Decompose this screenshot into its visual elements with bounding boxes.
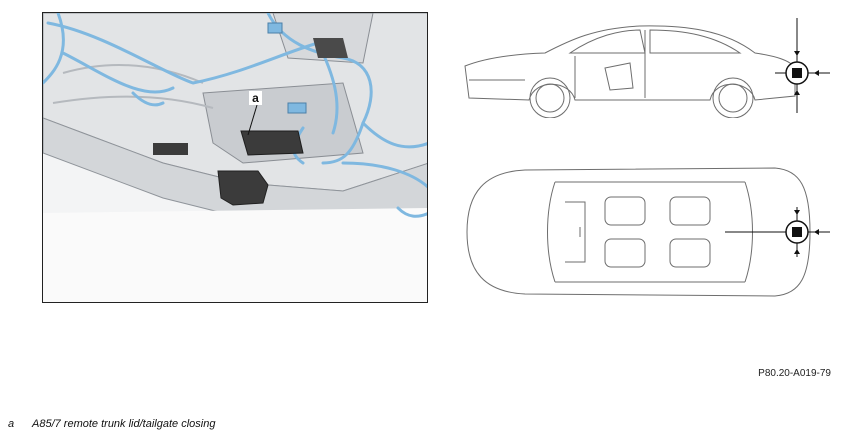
lid-lower-edge xyxy=(43,117,427,229)
hinge-bracket xyxy=(313,38,348,58)
crosshair-target-icon xyxy=(775,18,830,113)
vehicle-top-view xyxy=(455,162,835,304)
vehicle-side-view xyxy=(455,18,835,119)
vehicle-top-svg xyxy=(466,167,830,297)
lid-bumper xyxy=(153,143,188,155)
callout-label: a xyxy=(252,91,259,105)
callout-label-background xyxy=(249,91,262,105)
figure-code: P80.20-A019-79 xyxy=(758,368,831,379)
connector xyxy=(287,102,307,114)
legend-text: A85/7 remote trunk lid/tailgate closing xyxy=(32,418,216,430)
legend: a A85/7 remote trunk lid/tailgate closing xyxy=(8,418,215,430)
legend-key: a xyxy=(8,418,15,430)
remote-trunk-closing-actuator xyxy=(240,130,304,156)
trunk-lid-detail-svg: a xyxy=(43,13,427,302)
vehicle-side-svg xyxy=(464,18,830,119)
callout-leader-line xyxy=(247,104,258,136)
lid-rib xyxy=(62,64,204,84)
crosshair-target-icon xyxy=(725,207,830,257)
trunk-lid-detail-illustration: a xyxy=(42,12,428,303)
trunk-latch-module xyxy=(217,170,269,206)
lid-recess xyxy=(202,82,364,164)
car-side-outline xyxy=(464,25,796,119)
lid-lower-space xyxy=(43,208,427,302)
connector xyxy=(267,22,283,34)
